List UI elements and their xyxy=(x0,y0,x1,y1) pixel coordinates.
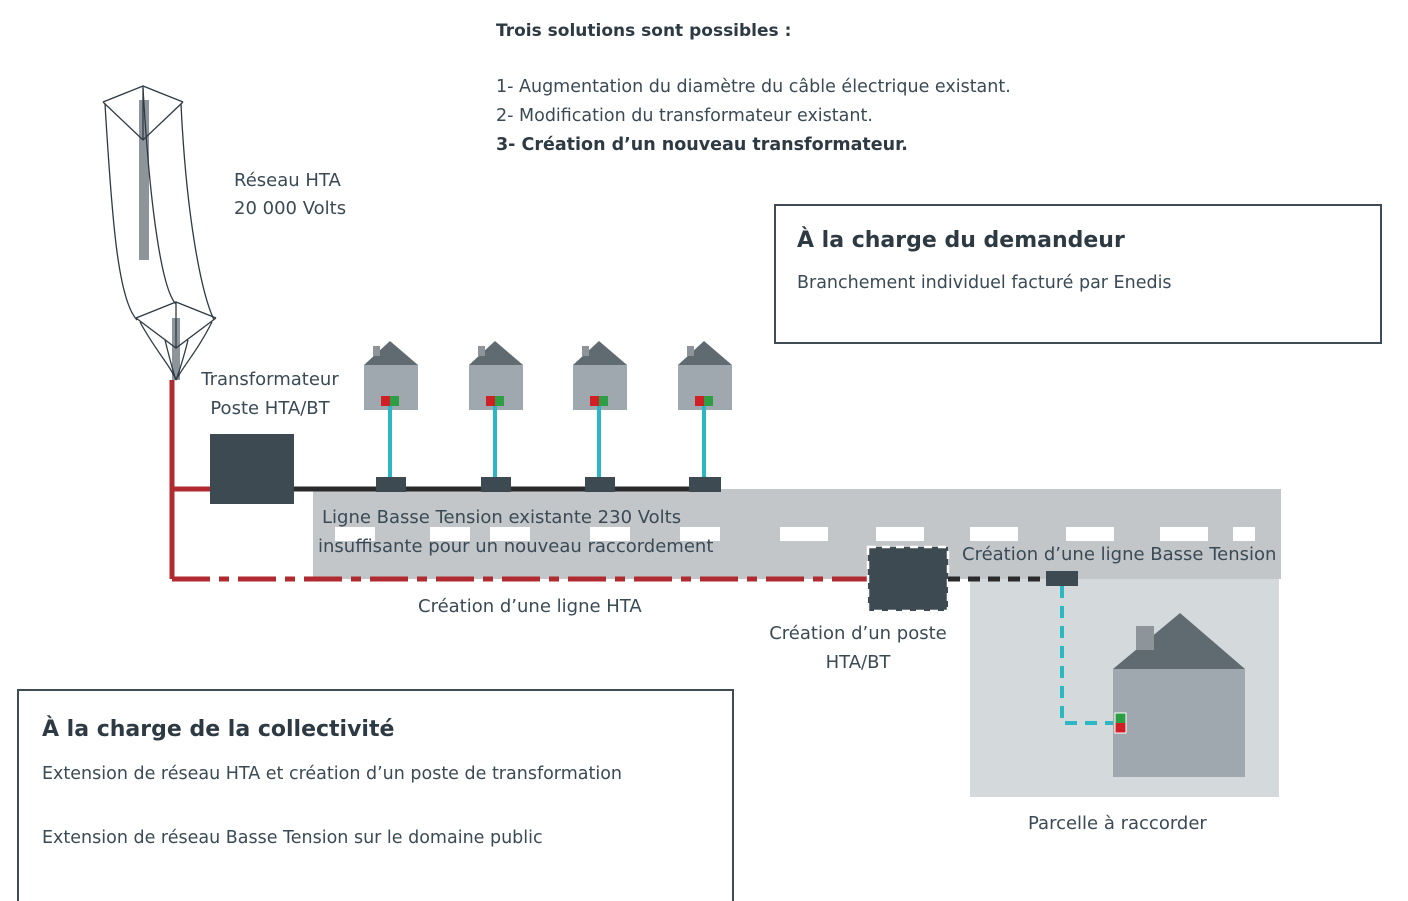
new-lv-connector xyxy=(1046,571,1078,586)
house-3 xyxy=(573,341,627,492)
legend-collectivite-hta: Extension de réseau HTA et création d’un… xyxy=(42,764,622,784)
house-1 xyxy=(364,341,418,492)
legend-collectivite-title: À la charge de la collectivité xyxy=(42,717,395,742)
label-creation-hta: Création d’une ligne HTA xyxy=(418,596,642,617)
label-poste-hta-bt: Poste HTA/BT xyxy=(210,398,330,419)
new-transformer xyxy=(866,545,950,613)
label-ligne-bt-existante: Ligne Basse Tension existante 230 Volts xyxy=(322,507,682,528)
parcel-house xyxy=(1113,613,1245,777)
legend-collectivite-bt: Extension de réseau Basse Tension sur le… xyxy=(42,828,543,848)
existing-houses xyxy=(364,341,732,492)
legend-collectivite xyxy=(17,689,734,901)
house-2 xyxy=(469,341,523,492)
label-reseau-voltage: 20 000 Volts xyxy=(234,198,347,219)
house-4 xyxy=(678,341,732,492)
legend-demandeur-title: À la charge du demandeur xyxy=(797,228,1125,253)
label-transformateur: Transformateur xyxy=(201,369,339,390)
label-reseau-hta: Réseau HTA xyxy=(234,170,341,191)
hta-pylon xyxy=(102,85,217,381)
label-creation-poste: Création d’un poste xyxy=(769,623,947,644)
option-3: 3- Création d’un nouveau transformateur. xyxy=(496,135,908,155)
road-markings xyxy=(335,527,1255,541)
new-branch-line xyxy=(1060,586,1116,725)
label-ligne-bt-insuffisante: insuffisante pour un nouveau raccordemen… xyxy=(318,536,714,557)
label-creation-poste-type: HTA/BT xyxy=(825,652,891,673)
legend-demandeur xyxy=(774,204,1382,344)
label-creation-bt: Création d’une ligne Basse Tension xyxy=(962,544,1277,565)
intro-title: Trois solutions sont possibles : xyxy=(496,21,792,41)
label-parcelle: Parcelle à raccorder xyxy=(1028,813,1207,834)
existing-transformer xyxy=(210,434,294,504)
option-1: 1- Augmentation du diamètre du câble éle… xyxy=(496,77,1011,97)
option-2: 2- Modification du transformateur exista… xyxy=(496,106,873,126)
legend-demandeur-item: Branchement individuel facturé par Enedi… xyxy=(797,273,1172,293)
